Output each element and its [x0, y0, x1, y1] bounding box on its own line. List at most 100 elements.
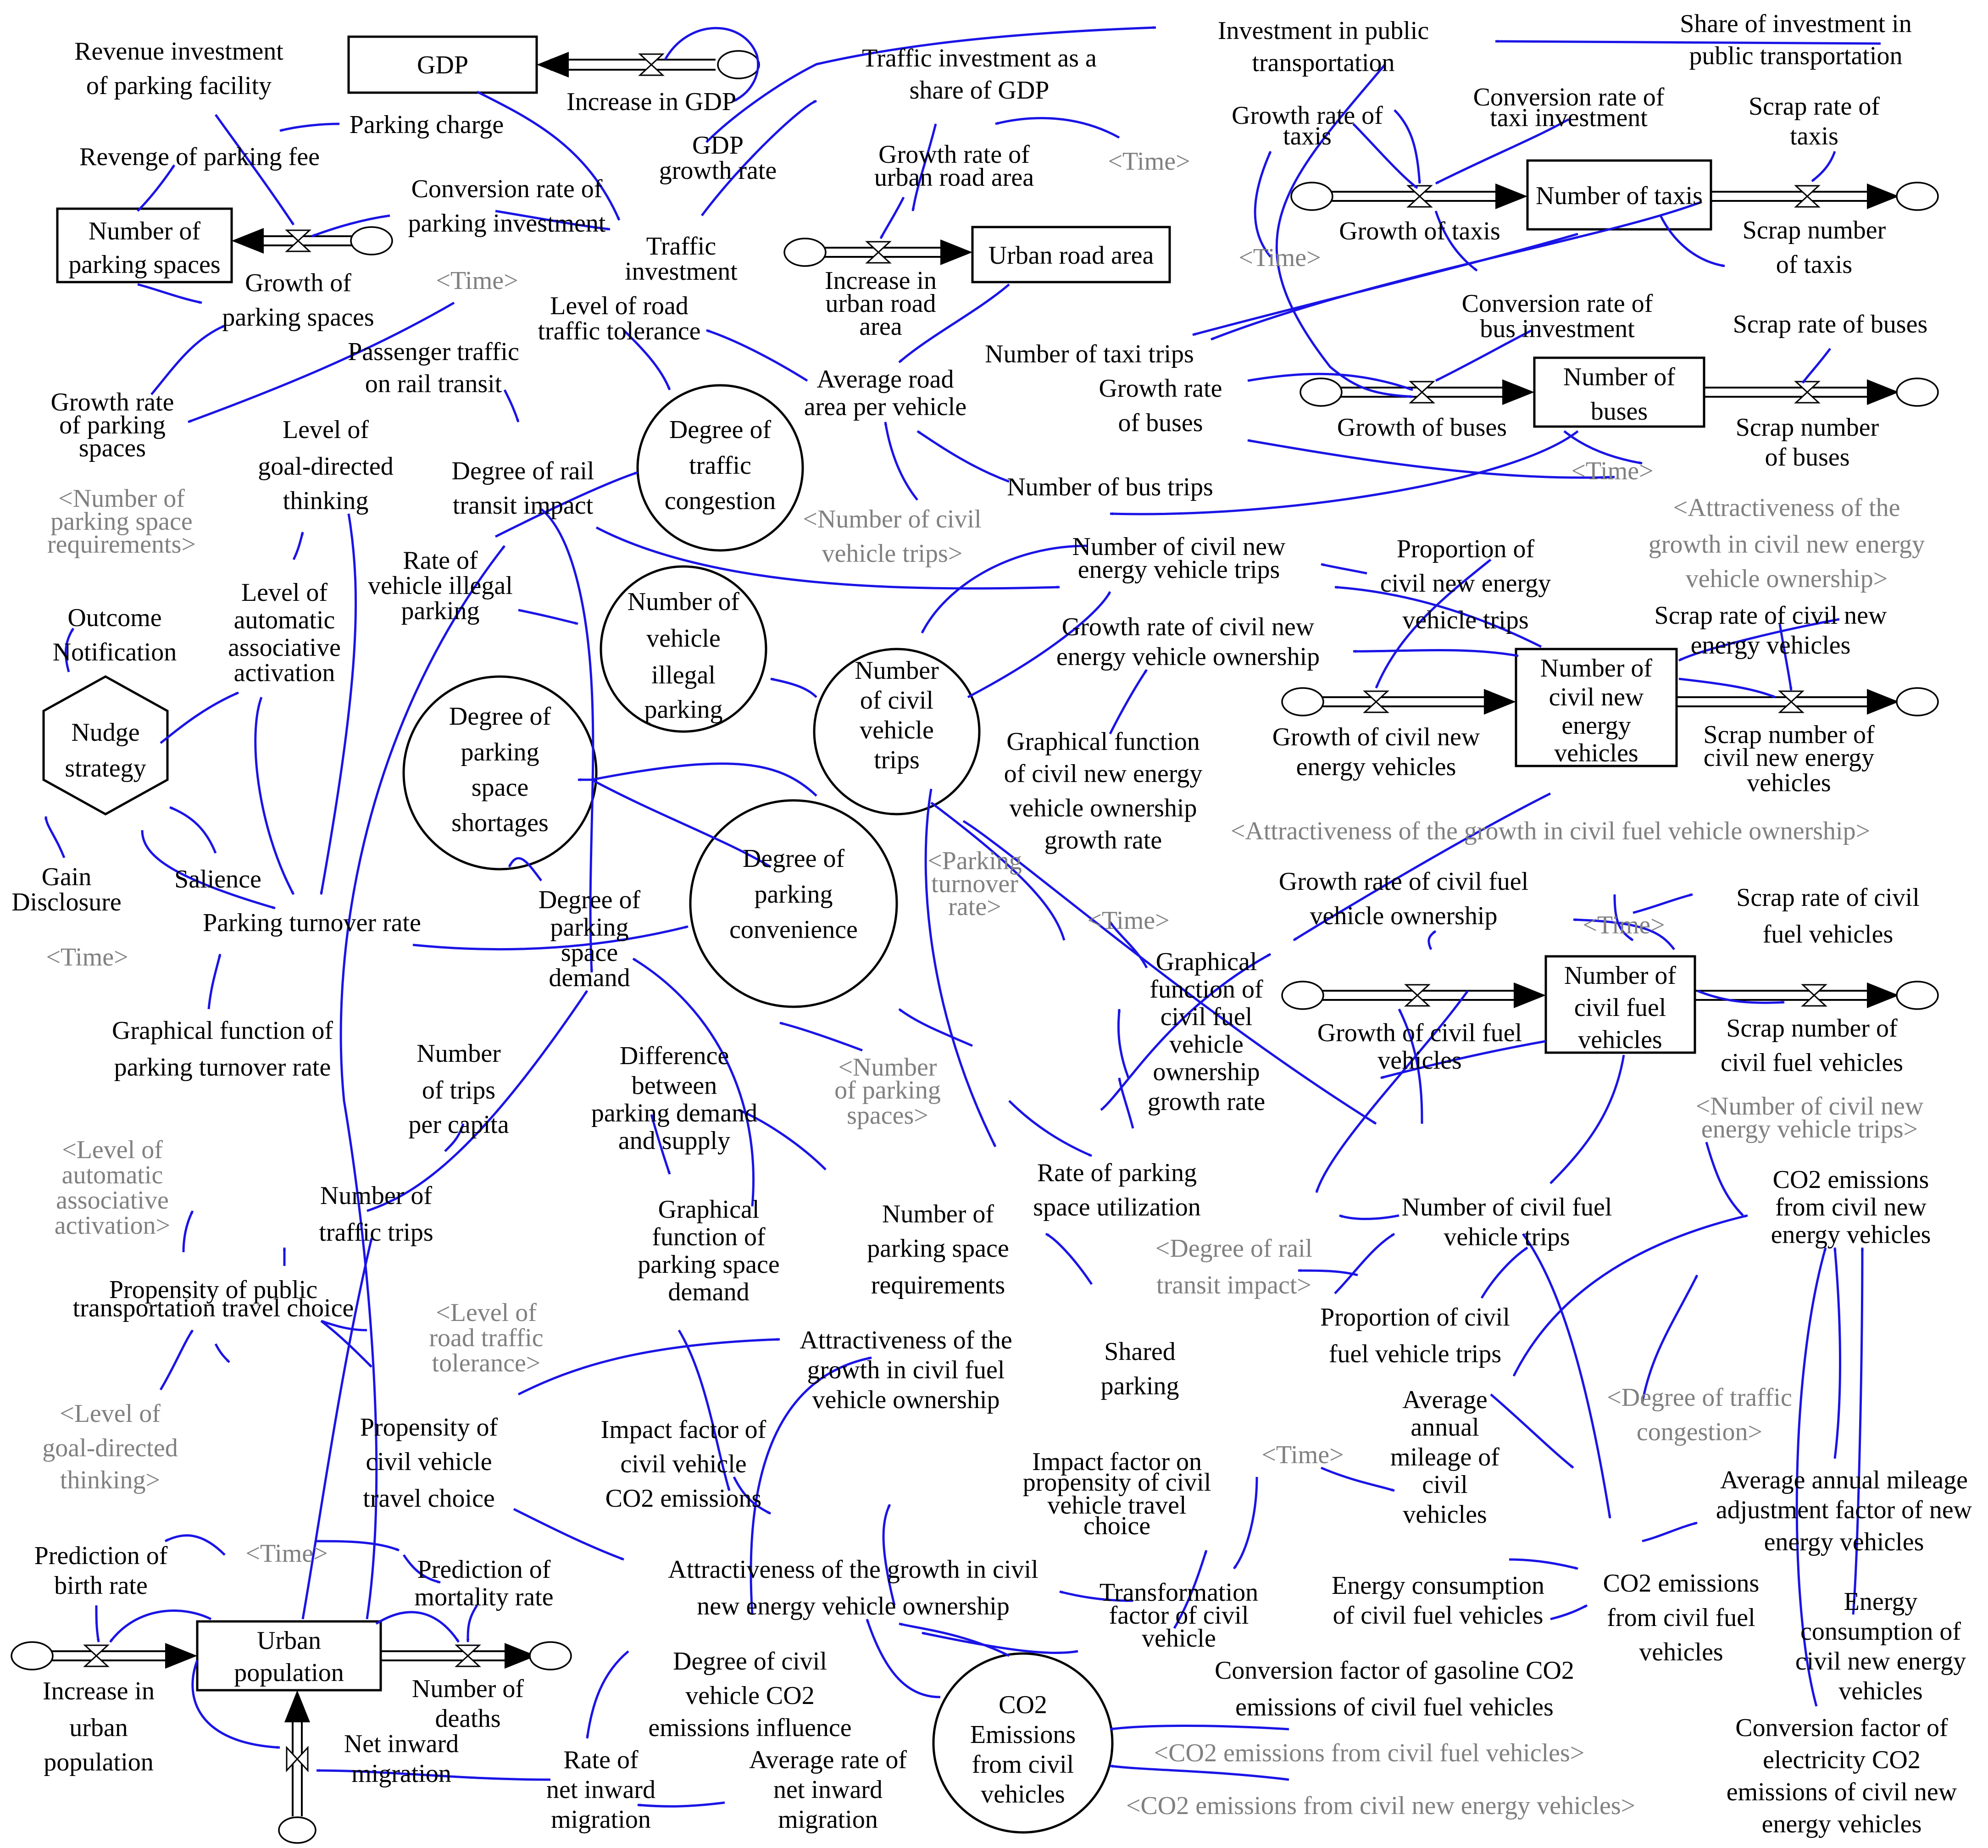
co2-nev-shadow: <CO2 emissions from civil new energy veh…: [1126, 1792, 1635, 1820]
causal-links: [44, 26, 1881, 1808]
time-shadow-label: <Time>: [436, 266, 518, 295]
urban-road-area-label: Urban road area: [988, 241, 1154, 270]
valves: [83, 53, 1827, 1772]
attr-fuel-growth-shadow: <Attractiveness of the growth in civil f…: [1231, 817, 1870, 845]
time-shadow-label: <Time>: [46, 943, 128, 971]
growth-buses-label: Growth of buses: [1337, 413, 1507, 442]
shadow-variable-labels: <Time> <Time> <Time> <Time> <Time> <Time…: [42, 147, 1925, 1820]
bus-trips-label: Number of bus trips: [1007, 473, 1213, 501]
taxis-stock: [1526, 159, 1712, 231]
nev-stock: [1515, 648, 1678, 767]
time-shadow-label: <Time>: [1571, 457, 1653, 485]
illegal-parking-circle: [600, 565, 767, 733]
taxis-label: Number of taxis: [1536, 182, 1703, 210]
increase-gdp-label: Increase in GDP: [566, 88, 736, 116]
growth-taxis-label: Growth of taxis: [1339, 217, 1500, 245]
nudge-strategy-hexagon: [42, 675, 169, 816]
parking-charge-label: Parking charge: [350, 111, 504, 139]
urban-road-area-stock: [971, 226, 1171, 283]
gdp-stock: [347, 35, 538, 94]
parking-shortage-circle: [402, 675, 598, 871]
time-shadow-label: <Time>: [1238, 244, 1321, 272]
co2-emissions-circle: [932, 1652, 1114, 1834]
time-shadow-label: <Time>: [1261, 1441, 1344, 1469]
buses-stock: [1533, 356, 1705, 428]
clouds: [11, 50, 1939, 1844]
parking-spaces-stock: [56, 207, 233, 283]
revenue-fee-label: Revenge of parking fee: [79, 143, 320, 171]
time-shadow-label: <Time>: [1108, 147, 1190, 176]
turnover-label: Parking turnover rate: [203, 909, 421, 937]
time-shadow-label: <Time>: [245, 1539, 328, 1568]
